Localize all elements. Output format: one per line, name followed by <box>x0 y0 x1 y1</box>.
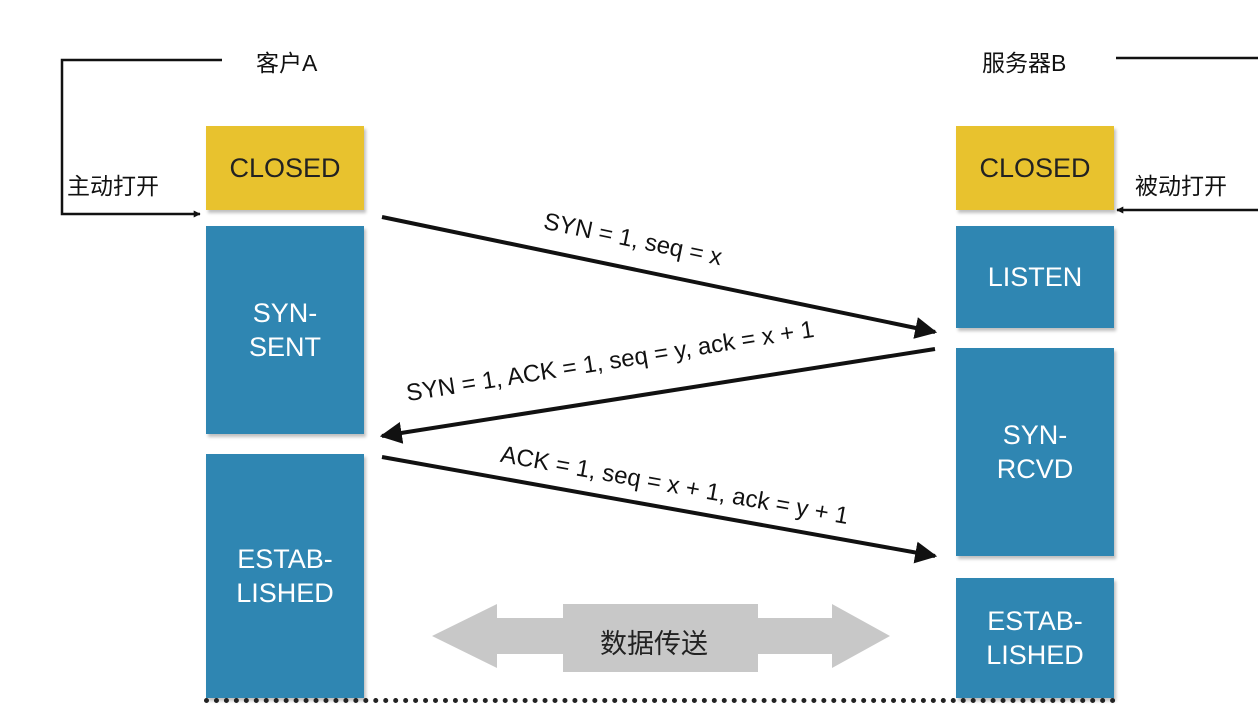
data-transfer-box <box>563 604 758 672</box>
client-open-bracket <box>60 58 222 218</box>
server-side-label: 被动打开 <box>1135 173 1227 199</box>
client-side-label: 主动打开 <box>67 173 159 199</box>
arrow-ack <box>381 455 938 564</box>
server-state-listen: LISTEN <box>956 226 1114 328</box>
client-title: 客户A <box>256 50 318 76</box>
client-state-syn-sent: SYN- SENT <box>206 226 364 434</box>
server-state-established: ESTAB- LISHED <box>956 578 1114 698</box>
client-state-established: ESTAB- LISHED <box>206 454 364 698</box>
data-transfer-label: 数据传送 <box>600 629 708 659</box>
server-state-closed: CLOSED <box>956 126 1114 210</box>
arrow-syn-ack <box>379 347 936 444</box>
server-title: 服务器B <box>982 50 1067 76</box>
bottom-dotted-line <box>204 698 1116 703</box>
client-state-closed: CLOSED <box>206 126 364 210</box>
arrow-syn <box>381 215 938 339</box>
server-state-syn-rcvd: SYN- RCVD <box>956 348 1114 556</box>
